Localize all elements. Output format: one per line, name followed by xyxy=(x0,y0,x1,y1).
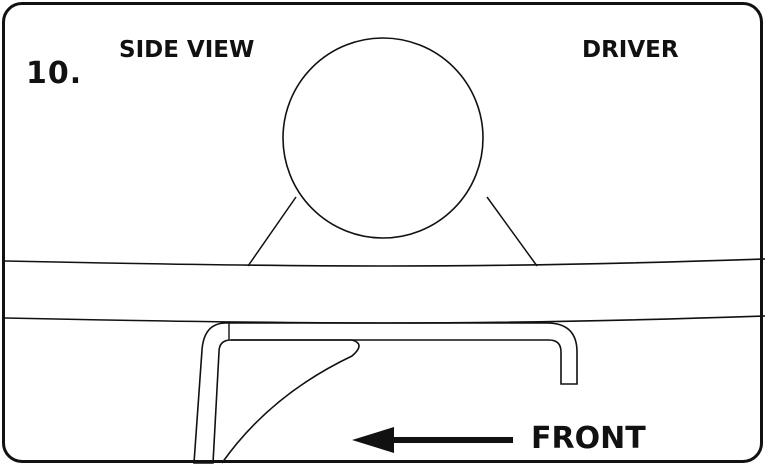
side-label: DRIVER xyxy=(582,37,679,63)
head-circle xyxy=(282,37,484,239)
bracket-outline xyxy=(193,322,578,464)
direction-label: FRONT xyxy=(531,421,646,456)
right-strut xyxy=(486,196,538,267)
body-upper-line xyxy=(4,258,766,267)
left-strut xyxy=(247,196,297,267)
body-lower-line xyxy=(4,315,766,324)
bracket-gusset xyxy=(221,339,360,464)
step-number: 10. xyxy=(26,56,83,91)
view-label: SIDE VIEW xyxy=(119,37,255,63)
arrow-left-icon xyxy=(352,427,394,453)
